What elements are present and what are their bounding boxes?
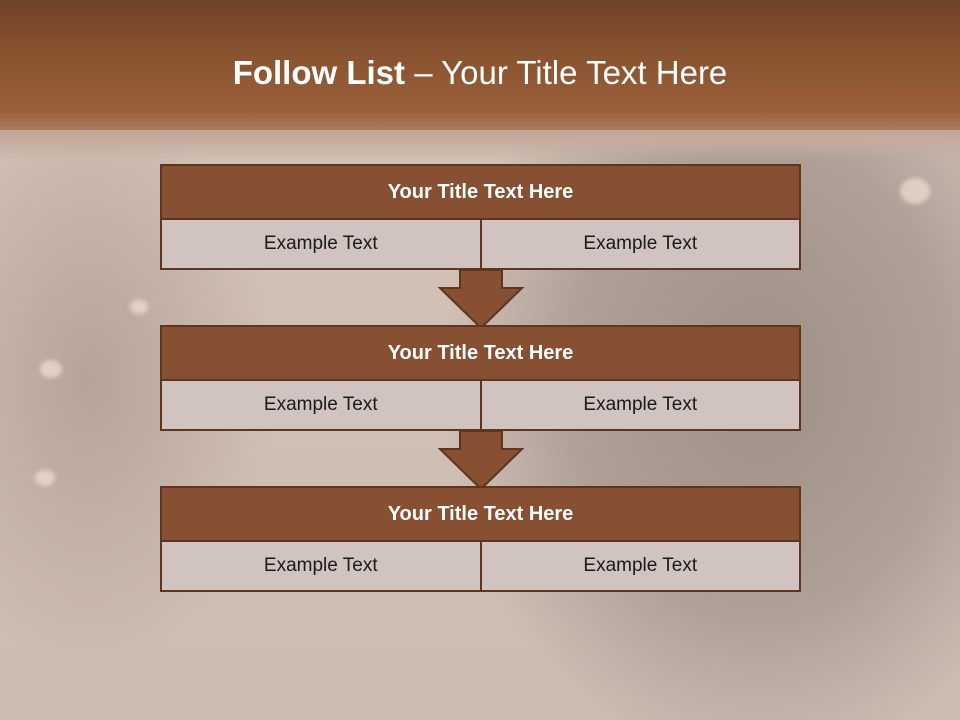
step-row: Example Text Example Text: [160, 542, 801, 592]
title-rest: – Your Title Text Here: [414, 54, 728, 91]
step-cell-left: Example Text: [160, 542, 482, 592]
step-cell-left: Example Text: [160, 220, 482, 270]
slide-title: Follow List – Your Title Text Here: [0, 54, 960, 92]
step-row: Example Text Example Text: [160, 220, 801, 270]
bokeh-light: [35, 470, 55, 486]
step-cell-left: Example Text: [160, 381, 482, 431]
bokeh-light: [900, 178, 930, 204]
bokeh-light: [40, 360, 62, 378]
step-row: Example Text Example Text: [160, 381, 801, 431]
down-arrow-icon: [438, 431, 524, 491]
step-block: Your Title Text Here Example Text Exampl…: [160, 325, 801, 431]
step-title: Your Title Text Here: [160, 486, 801, 542]
step-cell-right: Example Text: [481, 542, 801, 592]
title-bold: Follow List: [232, 54, 406, 91]
step-block: Your Title Text Here Example Text Exampl…: [160, 486, 801, 592]
down-arrow-icon: [438, 270, 524, 330]
step-block: Your Title Text Here Example Text Exampl…: [160, 164, 801, 270]
step-cell-right: Example Text: [481, 220, 801, 270]
step-title: Your Title Text Here: [160, 164, 801, 220]
bokeh-light: [130, 300, 148, 314]
step-title: Your Title Text Here: [160, 325, 801, 381]
step-cell-right: Example Text: [481, 381, 801, 431]
